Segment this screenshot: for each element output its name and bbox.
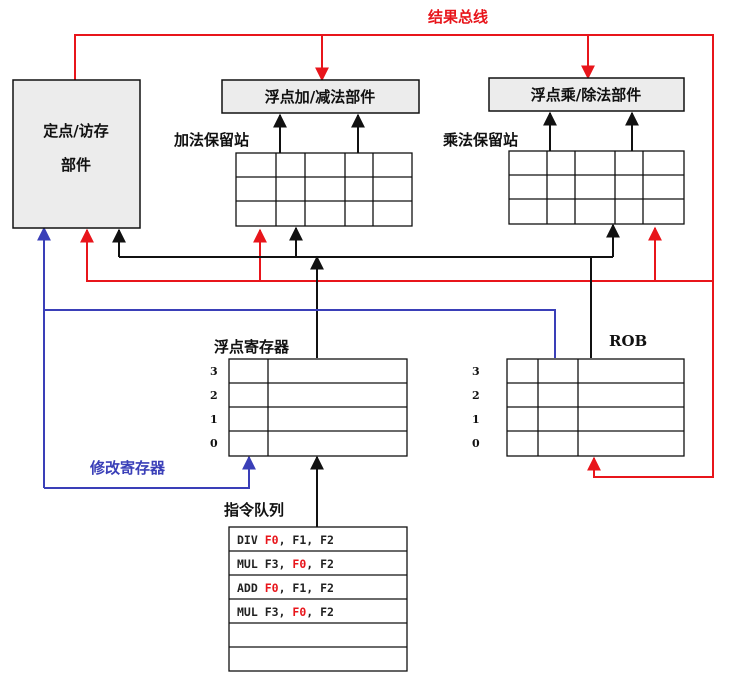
add-reservation-station (235, 152, 413, 227)
fp-mul-unit-label: 浮点乘/除法部件 (531, 86, 641, 104)
result-bus-label: 结果总线 (428, 8, 488, 26)
instruction-row: ADD F0, F1, F2 (237, 581, 334, 595)
instruction-dest-reg: F0 (292, 557, 306, 571)
instruction-text: , F2 (306, 605, 334, 619)
fp-reg-row-label-1: 1 (210, 413, 218, 426)
modify-to-fp-regs (44, 455, 256, 489)
operand-bus-lines (112, 111, 639, 527)
rob-table (506, 358, 685, 457)
instruction-text: , F1, F2 (279, 581, 334, 595)
rob-row-label-1: 1 (472, 413, 480, 426)
bus-return-line (80, 228, 713, 282)
instruction-row: MUL F3, F0, F2 (237, 557, 334, 571)
instruction-dest-reg: F0 (265, 533, 279, 547)
add-rs-label: 加法保留站 (173, 131, 249, 149)
rob-to-fixed-path (44, 309, 556, 358)
rob-row-label-2: 2 (472, 389, 480, 402)
instruction-text: MUL F3, (237, 557, 292, 571)
rob-row-label-3: 3 (472, 365, 480, 378)
mul-reservation-station (508, 150, 685, 225)
fp-add-unit-box (221, 79, 420, 114)
mul-rs-label: 乘法保留站 (442, 131, 518, 149)
fp-add-unit-label: 浮点加/减法部件 (265, 88, 375, 106)
instruction-row: DIV F0, F1, F2 (237, 533, 334, 547)
fp-mul-unit-box (488, 77, 685, 112)
instruction-text: ADD (237, 581, 265, 595)
fixed-point-unit-box (12, 79, 141, 229)
result-bus-main (74, 34, 714, 478)
result-bus-lines (74, 34, 714, 478)
fp-register-file (228, 358, 408, 457)
fp-regs-label: 浮点寄存器 (214, 338, 290, 356)
instr-queue-label: 指令队列 (224, 501, 284, 519)
fp-reg-row-label-0: 0 (210, 437, 218, 450)
modify-regs-label: 修改寄存器 (89, 459, 166, 477)
instruction-queue (228, 526, 408, 672)
instruction-text: , F2 (306, 557, 334, 571)
instruction-row: MUL F3, F0, F2 (237, 605, 334, 619)
fixed-point-unit-label-2: 部件 (61, 156, 91, 174)
modify-register-lines (37, 226, 556, 489)
fp-reg-row-label-3: 3 (210, 365, 218, 378)
fp-reg-row-label-2: 2 (210, 389, 218, 402)
rob-row-label-0: 0 (472, 437, 480, 450)
instruction-text: MUL F3, (237, 605, 292, 619)
instruction-dest-reg: F0 (292, 605, 306, 619)
instruction-text: DIV (237, 533, 265, 547)
fixed-point-unit-label-1: 定点/访存 (43, 122, 108, 140)
instruction-text: , F1, F2 (279, 533, 334, 547)
instruction-dest-reg: F0 (265, 581, 279, 595)
rob-label: ROB (609, 332, 647, 350)
